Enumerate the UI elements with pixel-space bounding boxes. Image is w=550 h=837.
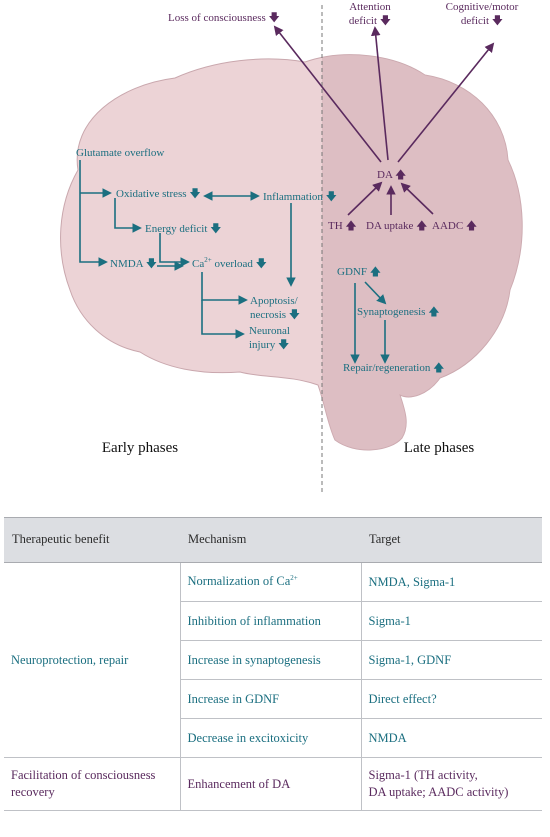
label-synaptogenesis: Synaptogenesis 🡅 — [357, 305, 440, 318]
up-arrow-icon: 🡅 — [466, 219, 477, 232]
label-glutamate-overflow: Glutamate overflow — [76, 147, 164, 159]
header-therapeutic-benefit: Therapeutic benefit — [4, 517, 180, 563]
mechanism-cell: Enhancement of DA — [179, 757, 362, 811]
down-arrow-icon: 🡇 — [189, 188, 200, 200]
label-loss-of-consciousness: Loss of consciousness 🡇 — [168, 12, 280, 24]
down-arrow-icon: 🡇 — [289, 309, 300, 321]
table-row: Increase in synaptogenesis Sigma-1, GDNF — [4, 640, 542, 680]
mechanism-cell: Increase in synaptogenesis — [180, 640, 362, 680]
outcome-labels: Loss of consciousness 🡇 Attention defici… — [168, 1, 519, 27]
label-nmda: NMDA 🡇 — [110, 258, 157, 270]
down-arrow-icon: 🡇 — [380, 15, 391, 27]
target-cell: Direct effect? — [360, 679, 542, 719]
mechanism-cell: Normalization of Ca2+ — [179, 562, 362, 602]
label-injury: injury 🡇 — [249, 339, 289, 351]
label-da: DA 🡅 — [377, 168, 406, 181]
target-cell: Sigma-1 — [360, 601, 542, 641]
label-inflammation: Inflammation 🡇 — [263, 191, 337, 203]
table-top-rule — [4, 517, 542, 518]
label-da-uptake: DA uptake 🡅 — [366, 219, 427, 232]
late-phase-arrows — [273, 25, 495, 364]
label-aadc: AADC 🡅 — [432, 219, 477, 232]
target-cell: Sigma-1, GDNF — [360, 640, 542, 680]
label-necrosis: necrosis 🡇 — [250, 309, 300, 321]
target-cell: NMDA, Sigma-1 — [360, 562, 542, 602]
label-oxidative-stress: Oxidative stress 🡇 — [116, 188, 201, 200]
early-phase-labels: Glutamate overflow Oxidative stress 🡇 In… — [76, 147, 337, 351]
benefit-neuroprotection: Neuroprotection, repair — [4, 562, 181, 758]
up-arrow-icon: 🡅 — [428, 305, 439, 318]
early-phase-arrows — [79, 160, 296, 339]
therapeutic-benefit-table: Therapeutic benefit Mechanism Target Neu… — [4, 517, 542, 811]
label-attention: Attention — [349, 1, 391, 13]
early-phases-caption: Early phases — [102, 440, 178, 456]
label-ca-overload: Ca2+ overload 🡇 — [192, 256, 267, 270]
label-energy-deficit: Energy deficit 🡇 — [145, 223, 221, 235]
table-row: Inhibition of inflammation Sigma-1 — [4, 601, 542, 641]
down-arrow-icon: 🡇 — [326, 191, 337, 203]
table-row: Neuroprotection, repair Normalization of… — [4, 562, 542, 758]
mechanism-cell: Decrease in excitoxicity — [180, 718, 362, 758]
down-arrow-icon: 🡇 — [210, 223, 221, 235]
label-th: TH 🡅 — [328, 219, 357, 232]
up-arrow-icon: 🡅 — [345, 219, 356, 232]
late-phases-caption: Late phases — [404, 440, 475, 456]
down-arrow-icon: 🡇 — [269, 12, 280, 24]
target-cell: NMDA — [360, 718, 542, 758]
label-attention-deficit: deficit 🡇 — [349, 15, 391, 27]
label-apoptosis: Apoptosis/ — [250, 295, 299, 307]
down-arrow-icon: 🡇 — [278, 339, 289, 351]
brain-diagram: Glutamate overflow Oxidative stress 🡇 In… — [60, 1, 523, 492]
up-arrow-icon: 🡅 — [395, 168, 406, 181]
label-cognitive-deficit: deficit 🡇 — [461, 15, 503, 27]
up-arrow-icon: 🡅 — [370, 265, 381, 278]
label-repair-regeneration: Repair/regeneration 🡅 — [343, 361, 444, 374]
mechanism-cell: Increase in GDNF — [180, 679, 362, 719]
header-mechanism: Mechanism — [180, 517, 361, 563]
up-arrow-icon: 🡅 — [433, 361, 444, 374]
table-header-row: Therapeutic benefit Mechanism Target — [4, 517, 542, 563]
down-arrow-icon: 🡇 — [146, 258, 157, 270]
label-gdnf: GDNF 🡅 — [337, 265, 381, 278]
down-arrow-icon: 🡇 — [492, 15, 503, 27]
down-arrow-icon: 🡇 — [256, 258, 267, 270]
label-cognitive-motor: Cognitive/motor — [446, 1, 519, 13]
label-neuronal: Neuronal — [249, 325, 290, 337]
late-phase-labels: DA 🡅 TH 🡅 DA uptake 🡅 AADC 🡅 GDNF 🡅 Syna… — [328, 168, 477, 374]
up-arrow-icon: 🡅 — [416, 219, 427, 232]
mechanism-cell: Inhibition of inflammation — [180, 601, 362, 641]
table-row: Decrease in excitoxicity NMDA — [4, 718, 542, 758]
table-row: Increase in GDNF Direct effect? — [4, 679, 542, 719]
target-cell: Sigma-1 (TH activity,DA uptake; AADC act… — [360, 757, 542, 811]
header-target: Target — [361, 517, 542, 563]
